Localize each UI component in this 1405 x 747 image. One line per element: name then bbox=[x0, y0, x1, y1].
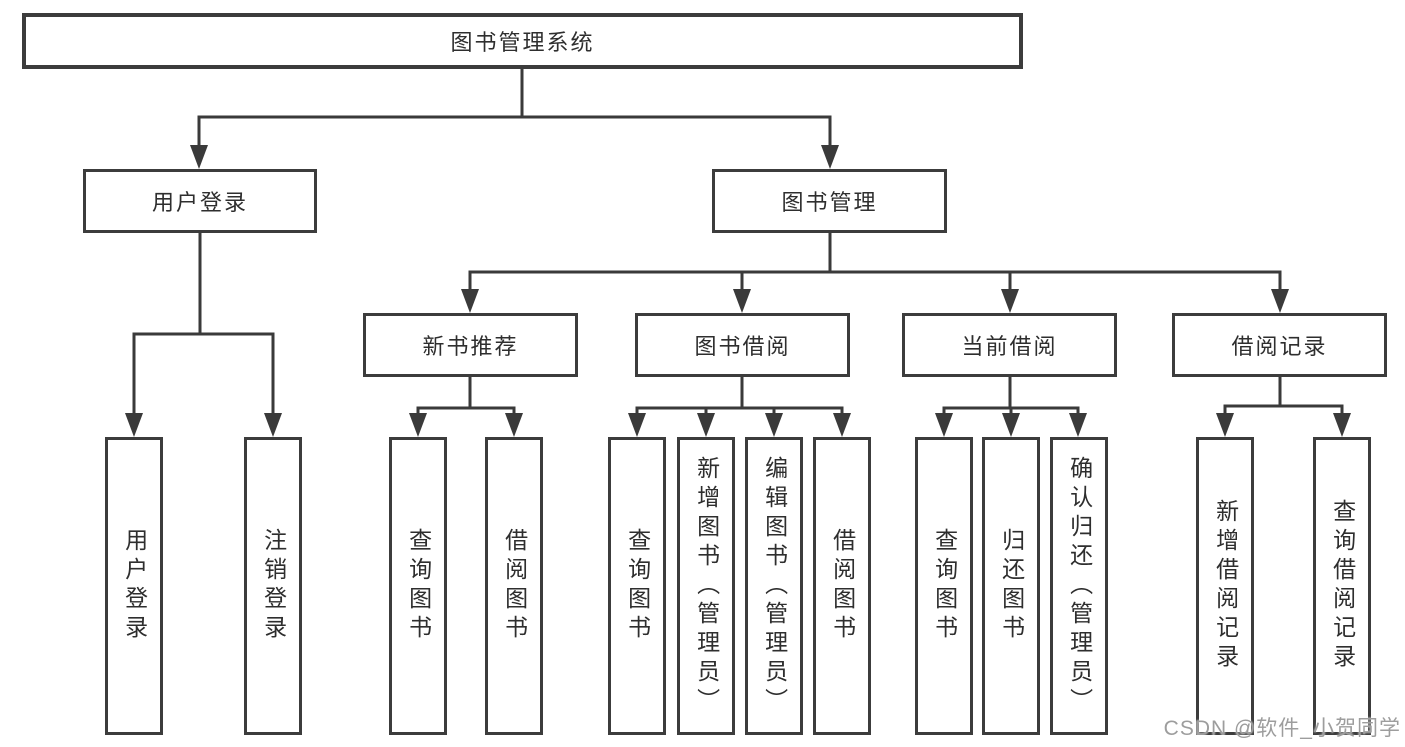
node-book-management: 图书管理 bbox=[712, 169, 947, 233]
leaf-nbr-query-books: 查询图书 bbox=[389, 437, 447, 735]
leaf-cb-return-books: 归还图书 bbox=[982, 437, 1040, 735]
leaf-bb-add-books: 新增图书（管理员） bbox=[677, 437, 735, 735]
node-new-book-recommend: 新书推荐 bbox=[363, 313, 578, 377]
leaf-bb-edit-books: 编辑图书（管理员） bbox=[745, 437, 803, 735]
leaf-cb-confirm-return: 确认归还（管理员） bbox=[1050, 437, 1108, 735]
leaf-user-login: 用户登录 bbox=[105, 437, 163, 735]
leaf-nbr-borrow-books: 借阅图书 bbox=[485, 437, 543, 735]
leaf-br-query-record: 查询借阅记录 bbox=[1313, 437, 1371, 735]
leaf-br-add-record: 新增借阅记录 bbox=[1196, 437, 1254, 735]
node-root: 图书管理系统 bbox=[22, 13, 1023, 69]
node-current-borrow: 当前借阅 bbox=[902, 313, 1117, 377]
node-user-login: 用户登录 bbox=[83, 169, 317, 233]
node-borrow-records: 借阅记录 bbox=[1172, 313, 1387, 377]
leaf-bb-borrow-books: 借阅图书 bbox=[813, 437, 871, 735]
leaf-bb-query-books: 查询图书 bbox=[608, 437, 666, 735]
leaf-logout: 注销登录 bbox=[244, 437, 302, 735]
node-book-borrow: 图书借阅 bbox=[635, 313, 850, 377]
watermark: CSDN @软件_小贺同学 bbox=[1163, 717, 1401, 740]
leaf-cb-query-books: 查询图书 bbox=[915, 437, 973, 735]
